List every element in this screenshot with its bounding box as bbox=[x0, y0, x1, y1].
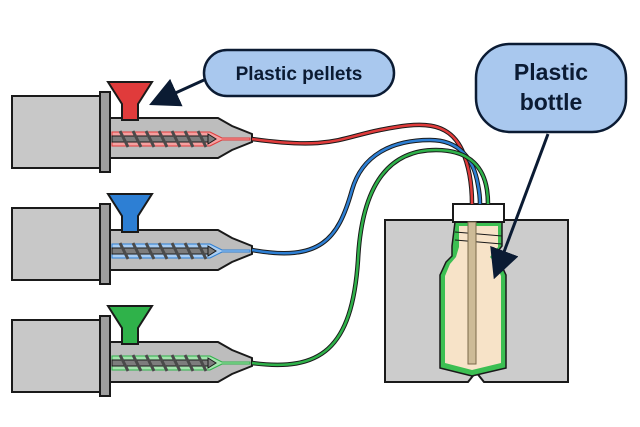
screw-flight bbox=[157, 130, 169, 148]
screw-flight bbox=[183, 354, 195, 372]
motor-housing bbox=[11, 207, 101, 281]
die-head bbox=[452, 203, 505, 223]
callout-pellets-arrow bbox=[149, 78, 205, 107]
screw-flight bbox=[196, 130, 208, 148]
hose-red-outline bbox=[251, 122, 475, 205]
screw-flight bbox=[196, 242, 208, 260]
screw-flight bbox=[196, 354, 208, 372]
callout-pellets-label: Plastic pellets bbox=[236, 64, 363, 85]
screw-flight bbox=[118, 354, 130, 372]
screw-flight bbox=[157, 354, 169, 372]
callout-bottle-bubble bbox=[474, 42, 628, 134]
extruder-red bbox=[11, 81, 253, 173]
motor-housing bbox=[11, 95, 101, 169]
screw-flight bbox=[131, 130, 143, 148]
screw-flight bbox=[144, 354, 156, 372]
screw-tip bbox=[207, 357, 217, 369]
callout-pellets-bubble bbox=[202, 48, 396, 98]
hopper bbox=[106, 305, 154, 345]
screw bbox=[111, 130, 217, 148]
hose-blue bbox=[251, 138, 482, 255]
screw-flight bbox=[170, 354, 182, 372]
screw-flight bbox=[144, 130, 156, 148]
screw-flight bbox=[170, 130, 182, 148]
motor-flange bbox=[99, 315, 111, 397]
extruder-blue bbox=[11, 193, 253, 285]
callout-bottle-label-line2: bottle bbox=[520, 89, 583, 115]
motor-flange bbox=[99, 203, 111, 285]
hose-green bbox=[251, 148, 490, 367]
hopper bbox=[106, 81, 154, 121]
screw-flight bbox=[144, 242, 156, 260]
motor-housing bbox=[11, 319, 101, 393]
screw-tip bbox=[207, 133, 217, 145]
screw-flight bbox=[157, 242, 169, 260]
screw-flight bbox=[183, 242, 195, 260]
screw bbox=[111, 354, 217, 372]
hopper bbox=[106, 193, 154, 233]
screw-flight bbox=[118, 130, 130, 148]
bottle-threads bbox=[454, 231, 503, 245]
motor-flange bbox=[99, 91, 111, 173]
screw-flight bbox=[118, 242, 130, 260]
extruder-green bbox=[11, 305, 253, 397]
screw-flight bbox=[131, 354, 143, 372]
blow-pin bbox=[467, 221, 477, 365]
screw-flight bbox=[170, 242, 182, 260]
screw-tip bbox=[207, 245, 217, 257]
hose-red bbox=[251, 123, 474, 205]
screw-flight bbox=[131, 242, 143, 260]
callout-bottle-label-line1: Plastic bbox=[514, 59, 588, 85]
screw-flight bbox=[183, 130, 195, 148]
screw bbox=[111, 242, 217, 260]
callout-bottle-arrow bbox=[490, 133, 550, 280]
